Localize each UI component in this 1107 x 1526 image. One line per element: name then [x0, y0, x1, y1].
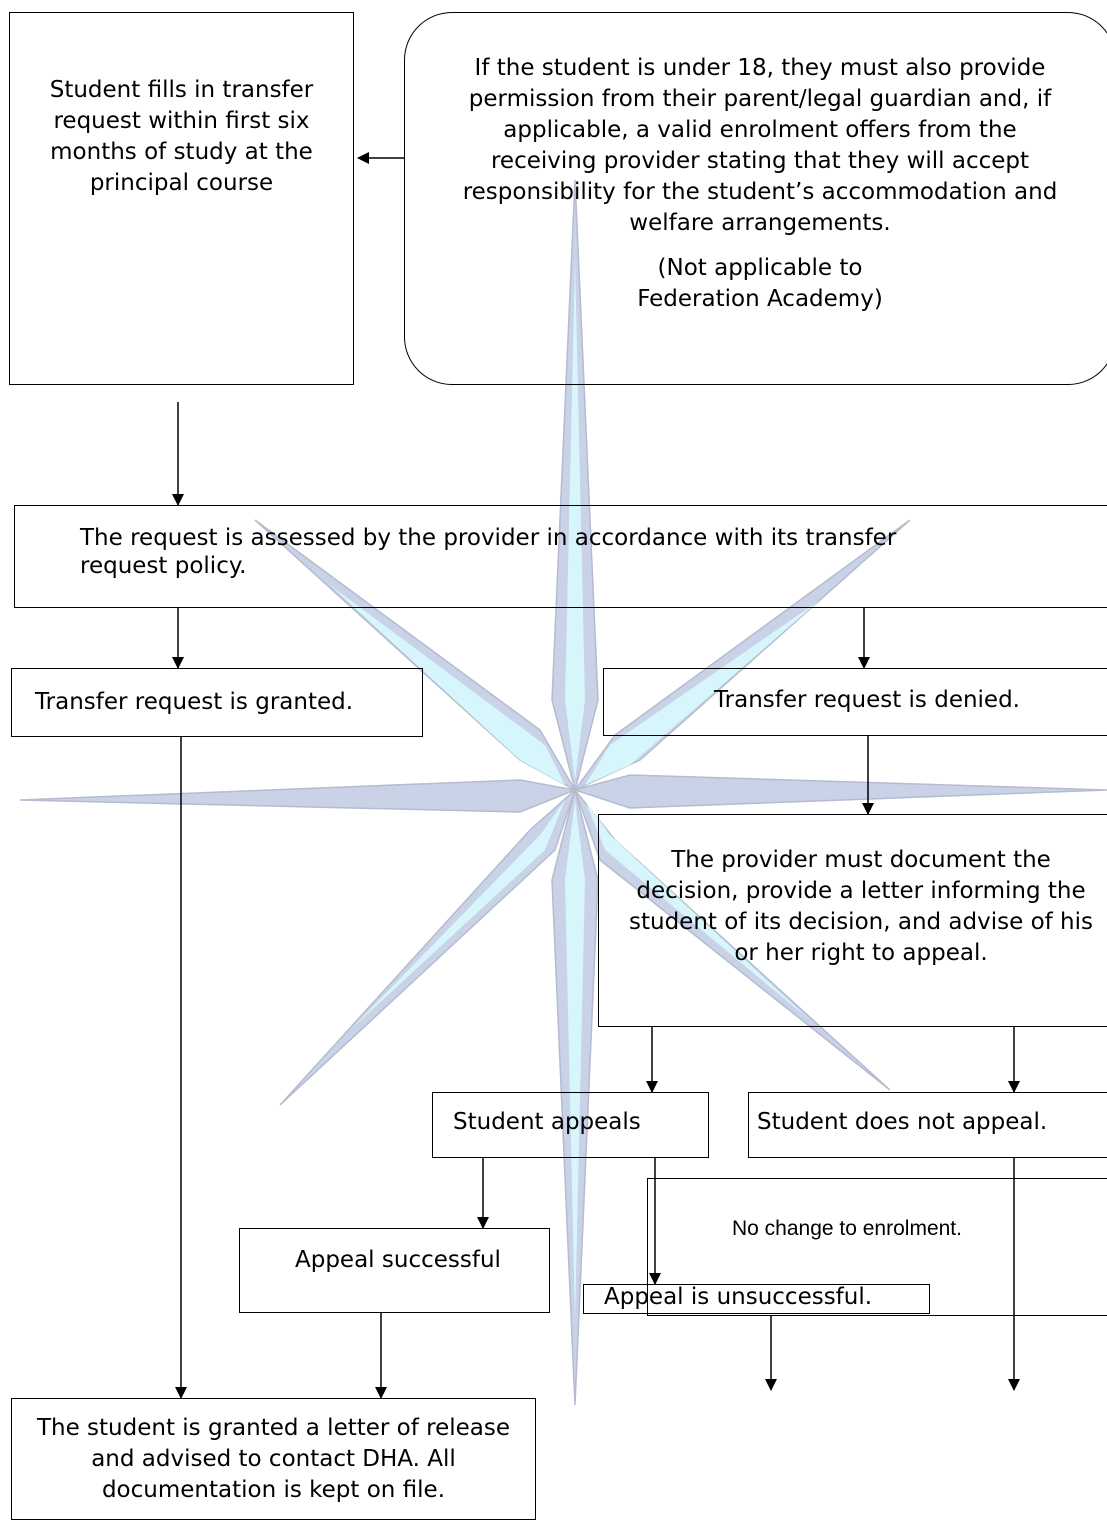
box-appeal-unsuccessful: Appeal is unsuccessful.	[583, 1284, 930, 1314]
box-initial-request: Student fills in transfer request within…	[9, 12, 354, 385]
box-under-18-text: If the student is under 18, they must al…	[462, 55, 1058, 236]
box-document-decision: The provider must document the decision,…	[598, 814, 1107, 1027]
box-student-appeals-text: Student appeals	[453, 1109, 641, 1135]
box-not-appeal-text: Student does not appeal.	[757, 1109, 1048, 1135]
box-no-change-text: No change to enrolment.	[732, 1217, 962, 1240]
box-under-18-note: (Not applicable to Federation Academy)	[637, 255, 883, 312]
box-granted: Transfer request is granted.	[11, 668, 423, 737]
box-letter-of-release-text: The student is granted a letter of relea…	[36, 1415, 511, 1503]
box-granted-text: Transfer request is granted.	[35, 689, 354, 715]
box-not-appeal: Student does not appeal.	[748, 1092, 1107, 1158]
box-assessed-text: The request is assessed by the provider …	[80, 525, 897, 579]
box-under-18: If the student is under 18, they must al…	[404, 12, 1107, 385]
box-initial-request-text: Student fills in transfer request within…	[49, 77, 314, 196]
box-denied-text: Transfer request is denied.	[714, 687, 1020, 713]
box-document-decision-text: The provider must document the decision,…	[629, 847, 1093, 966]
box-letter-of-release: The student is granted a letter of relea…	[11, 1398, 536, 1520]
box-appeal-unsuccessful-text: Appeal is unsuccessful.	[604, 1284, 873, 1310]
box-student-appeals: Student appeals	[432, 1092, 709, 1158]
box-appeal-successful-text: Appeal successful	[295, 1247, 501, 1273]
box-denied: Transfer request is denied.	[603, 668, 1107, 736]
compass-star-shape	[19, 179, 1107, 1406]
box-no-change: No change to enrolment.	[647, 1178, 1107, 1316]
box-appeal-successful: Appeal successful	[239, 1228, 550, 1313]
box-assessed: The request is assessed by the provider …	[14, 505, 1107, 608]
